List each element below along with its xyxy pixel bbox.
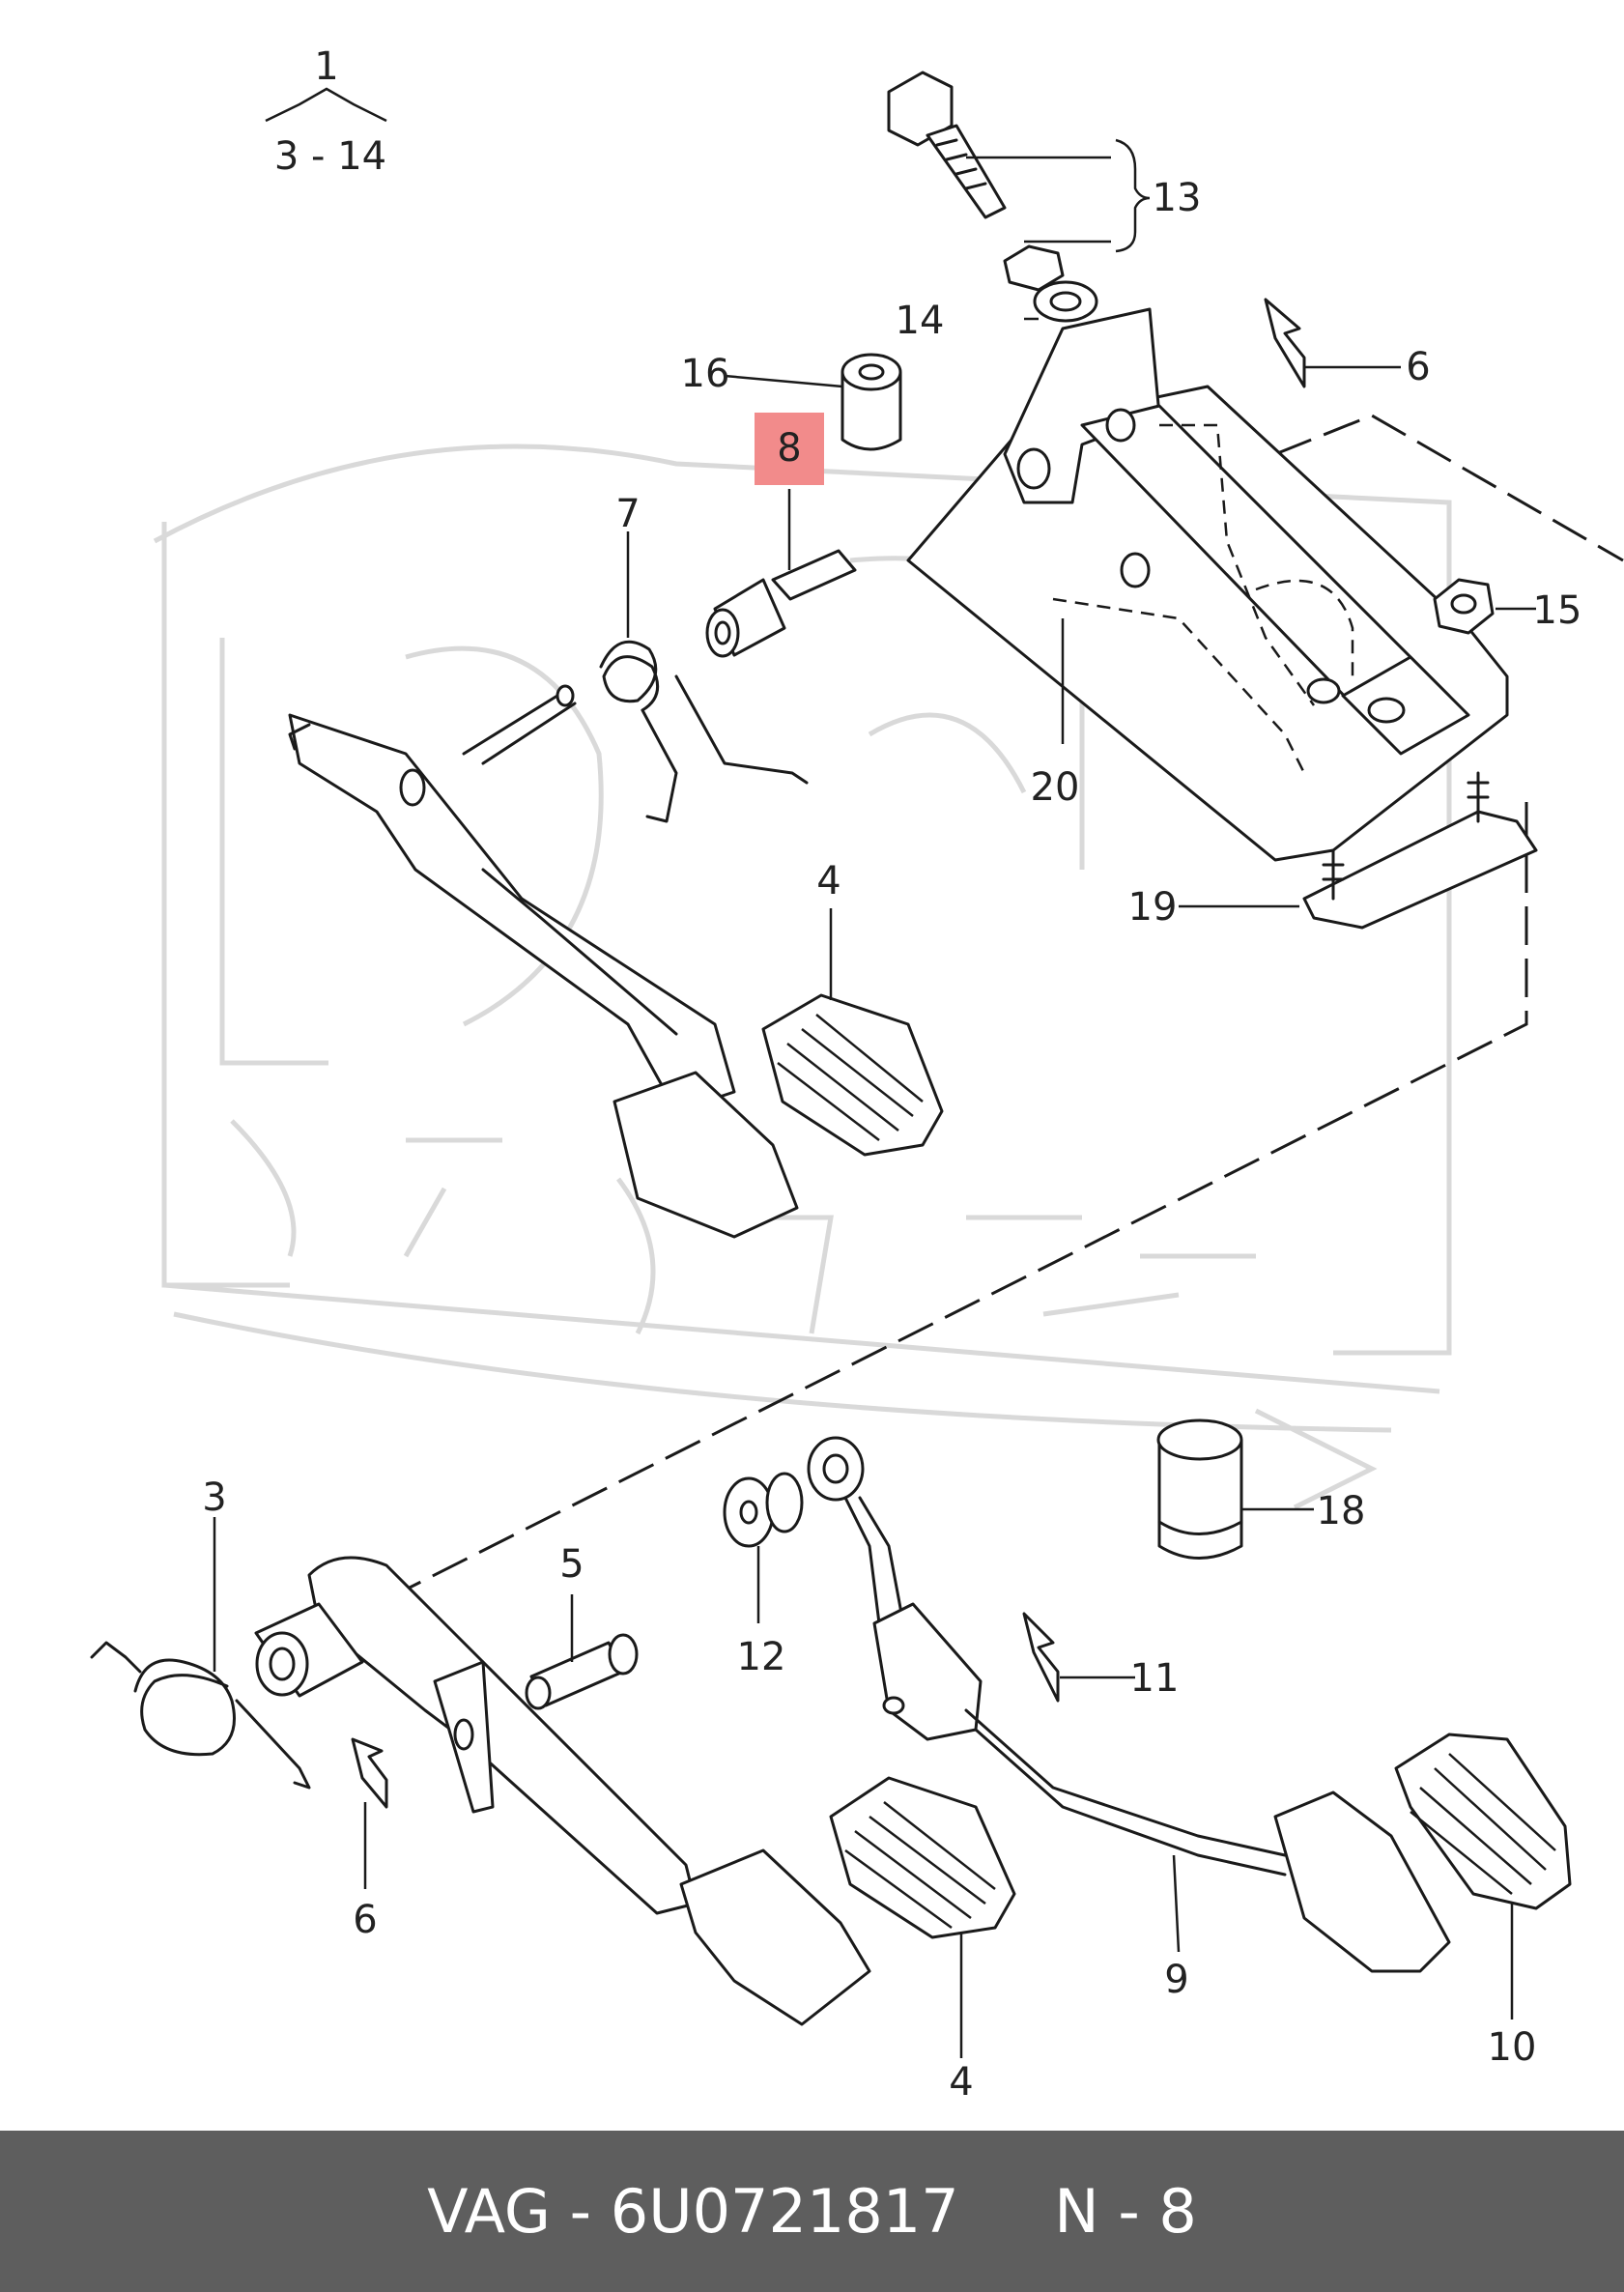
callout-4-bottom: 4 xyxy=(949,2060,973,2105)
callout-4-top: 4 xyxy=(816,859,840,903)
pin-5 xyxy=(525,1633,639,1710)
callout-5: 5 xyxy=(559,1542,584,1587)
callout-6-bottom: 6 xyxy=(353,1898,377,1942)
spring-3 xyxy=(90,1641,311,1790)
parts-diagram: 1 3 - 14 13 14 6 16 8 7 15 20 19 4 3 5 1… xyxy=(90,44,1624,2105)
assembly-outline xyxy=(395,414,1624,1596)
pedal-pad-top xyxy=(761,993,944,1157)
callout-14: 14 xyxy=(896,299,945,343)
callout-6-top: 6 xyxy=(1406,345,1430,389)
callout-18: 18 xyxy=(1317,1489,1366,1533)
callout-20: 20 xyxy=(1031,765,1080,810)
callout-8: 8 xyxy=(777,426,801,471)
bush-16 xyxy=(840,353,902,451)
clutch-pedal-top xyxy=(288,684,799,1239)
pedal-pad-10 xyxy=(1394,1733,1572,1910)
support-plate xyxy=(1302,771,1538,930)
pin-8 xyxy=(705,549,857,658)
nut-15 xyxy=(1433,578,1495,635)
callout-8-highlight xyxy=(755,413,824,485)
callout-7: 7 xyxy=(615,492,640,536)
callout-9: 9 xyxy=(1164,1958,1188,2002)
callout-12: 12 xyxy=(737,1635,786,1679)
pedal-bracket xyxy=(906,307,1509,862)
callout-1-range: 3 - 14 xyxy=(274,134,386,179)
sleeve-18 xyxy=(1156,1418,1243,1560)
leader-lines xyxy=(213,87,1536,2058)
pedal-pad-bottom xyxy=(829,1776,1016,1939)
callout-16: 16 xyxy=(681,352,730,396)
clip-6-top xyxy=(1264,298,1306,388)
grommet-12 xyxy=(723,1472,804,1548)
callout-11: 11 xyxy=(1130,1656,1180,1701)
spring-7 xyxy=(599,640,809,823)
callout-labels: 1 3 - 14 13 14 6 16 8 7 15 20 19 4 3 5 1… xyxy=(202,44,1581,2105)
callout-10: 10 xyxy=(1488,2025,1537,2070)
clip-6-bottom xyxy=(351,1737,388,1809)
callout-1: 1 xyxy=(314,44,338,89)
callout-19: 19 xyxy=(1128,885,1178,930)
part-number-footer: VAG - 6U0721817 N - 8 xyxy=(0,2131,1624,2292)
callout-13: 13 xyxy=(1153,176,1202,220)
clutch-pedal-bottom xyxy=(254,1556,871,2026)
callout-3: 3 xyxy=(202,1475,226,1520)
clip-11 xyxy=(1022,1612,1060,1703)
callout-15: 15 xyxy=(1533,588,1582,633)
watermark-logo xyxy=(153,444,1452,1510)
footer-text: VAG - 6U0721817 N - 8 xyxy=(427,2176,1197,2247)
brake-pedal xyxy=(807,1436,1451,1973)
brake-light-switch xyxy=(887,71,1098,323)
